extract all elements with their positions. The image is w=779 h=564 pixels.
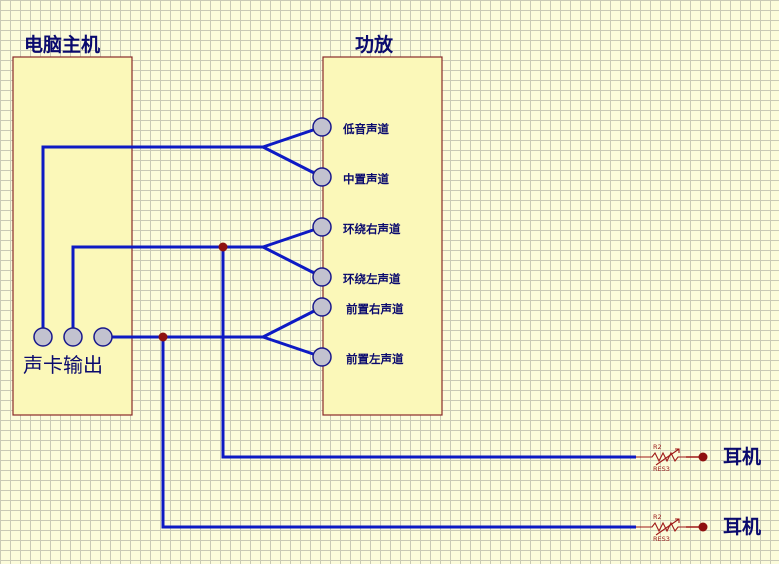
headphone-terminal-2[interactable] [698,522,708,532]
resistor-2 [636,521,686,533]
headphone-label-1: 耳机 [723,446,761,468]
junction-node-surround [218,242,228,252]
pc-box [12,56,133,416]
amp-box [322,56,443,416]
amp-jack-front-left[interactable] [312,347,332,367]
channel-label-front-left: 前置左声道 [346,352,404,366]
amp-jack-center[interactable] [312,167,332,187]
headphone-branch-2: R2 RES3 耳机 [636,513,761,543]
amp-title: 功放 [355,33,394,56]
wire-split-bass-center [262,125,323,179]
wire-jack2-surround [71,245,263,334]
resistor-1 [636,451,686,463]
channel-label-surround-right: 环绕右声道 [343,222,401,236]
junction-node-front [158,332,168,342]
headphone-branch-1: R2 RES3 耳机 [636,443,761,473]
pc-jack-3[interactable] [93,327,113,347]
wire-headphone-1 [221,247,636,459]
channel-label-surround-left: 环绕左声道 [343,272,401,286]
wires [41,125,636,529]
pc-jack-2[interactable] [63,327,83,347]
amplifier-unit: 功放 低音声道 中置声道 环绕右声道 环绕左声道 前置右声道 前置左声道 [322,33,443,416]
wire-jack1-bass-center [41,145,263,334]
amp-jack-front-right[interactable] [312,297,332,317]
wire-split-surround [262,225,323,279]
wire-headphone-2 [161,337,636,529]
resistor-variable-arrow-1 [655,448,680,466]
channel-label-front-right: 前置右声道 [346,302,404,316]
wire-split-front [262,305,323,359]
amp-jack-bass[interactable] [312,117,332,137]
amp-jack-surround-right[interactable] [312,217,332,237]
resistor-ref-1: R2 [653,443,662,451]
sound-card-output-label: 声卡输出 [23,353,103,377]
resistor-type-2: RES3 [653,535,670,543]
resistor-type-1: RES3 [653,465,670,473]
headphone-label-2: 耳机 [723,516,761,538]
resistor-ref-2: R2 [653,513,662,521]
pc-unit: 电脑主机 声卡输出 [12,33,133,416]
headphone-terminal-1[interactable] [698,452,708,462]
resistor-variable-arrow-2 [655,518,680,536]
amp-jack-surround-left[interactable] [312,267,332,287]
pc-title: 电脑主机 [24,33,100,56]
channel-label-center: 中置声道 [343,172,389,186]
pc-jack-1[interactable] [33,327,53,347]
channel-label-bass: 低音声道 [342,122,389,136]
